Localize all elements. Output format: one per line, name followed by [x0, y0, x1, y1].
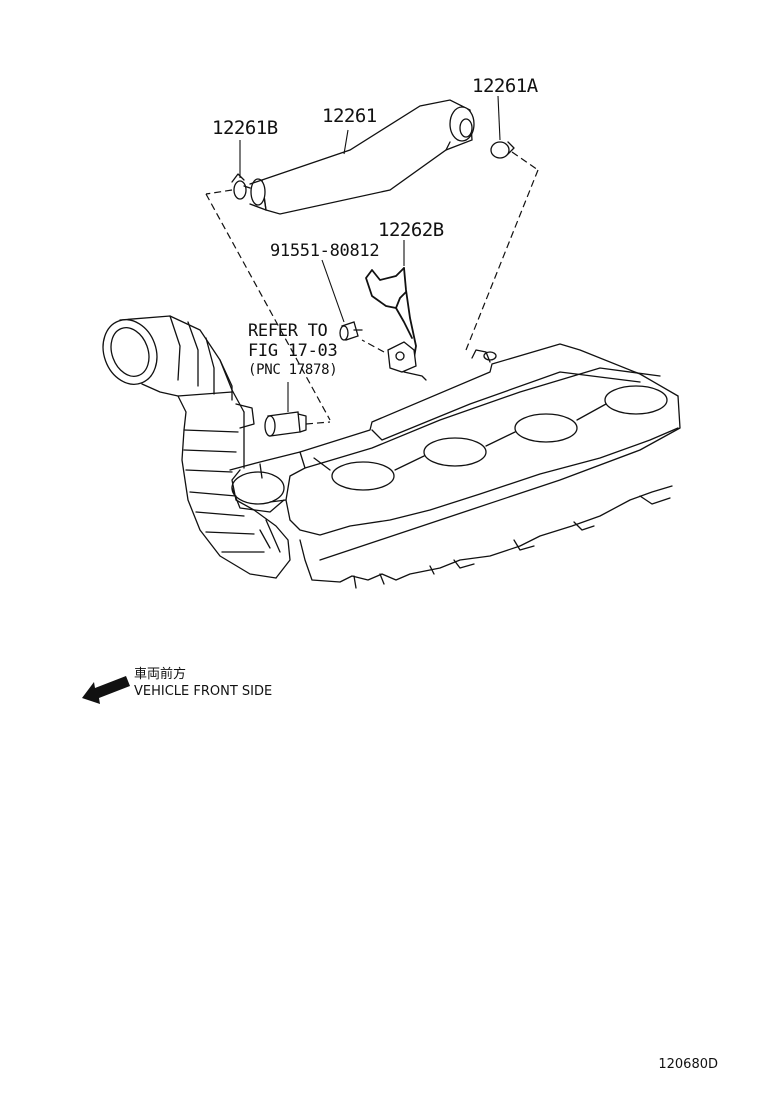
label-12261b: 12261B — [212, 117, 278, 139]
hose-bracket-12262b — [361, 267, 427, 381]
clamp-12261b — [205, 173, 251, 200]
refer-note: REFER TO FIG 17-03 (PNC 17878) — [248, 321, 338, 378]
cylinder-head-cover — [229, 343, 681, 589]
label-12262b: 12262B — [378, 219, 444, 241]
direction-japanese: 車両前方 — [134, 666, 186, 682]
direction-english: VEHICLE FRONT SIDE — [134, 684, 272, 699]
bolt-91551-80812 — [339, 321, 363, 341]
label-12261a: 12261A — [472, 75, 539, 97]
ventilation-hose-12261 — [249, 99, 475, 215]
label-12261: 12261 — [322, 105, 377, 127]
vehicle-front-indicator: 車両前方 VEHICLE FRONT SIDE — [82, 666, 272, 704]
assembly-guide-lines — [205, 169, 539, 421]
arrow-left-down-icon — [82, 676, 130, 704]
clamp-12261a — [490, 141, 539, 171]
air-intake-hose — [102, 315, 291, 579]
label-bolt-91551-80812: 91551-80812 — [270, 241, 379, 261]
refer-line-2: FIG 17-03 — [248, 341, 337, 361]
refer-line-3: (PNC 17878) — [248, 362, 337, 378]
refer-line-1: REFER TO — [248, 321, 328, 341]
pcv-valve — [264, 411, 331, 437]
figure-code: 120680D — [658, 1057, 718, 1072]
leader-lines — [239, 95, 501, 412]
